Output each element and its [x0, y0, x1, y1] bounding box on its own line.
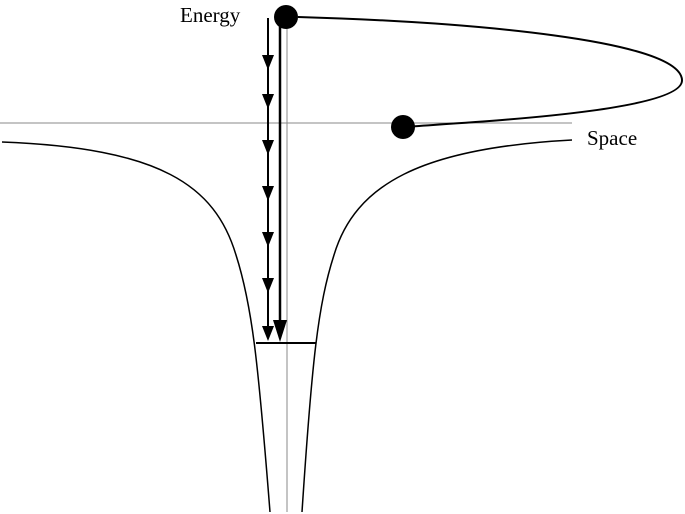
direct-drop-arrowhead	[273, 320, 287, 342]
arrowhead	[262, 55, 274, 70]
arrowhead	[262, 94, 274, 109]
energy-label: Energy	[180, 3, 241, 27]
arrowhead	[262, 326, 274, 341]
arrowhead	[262, 140, 274, 155]
trajectory-loop	[297, 16, 684, 128]
arrowhead	[262, 278, 274, 293]
cascade-arrow-heads	[262, 55, 274, 341]
arrowhead	[262, 232, 274, 247]
potential-well-curve-right	[301, 139, 573, 513]
potential-well-curve	[1, 141, 271, 513]
lower-state-dot	[391, 115, 415, 139]
upper-state-dot	[274, 5, 298, 29]
space-label: Space	[587, 126, 637, 150]
arrowhead	[262, 186, 274, 201]
